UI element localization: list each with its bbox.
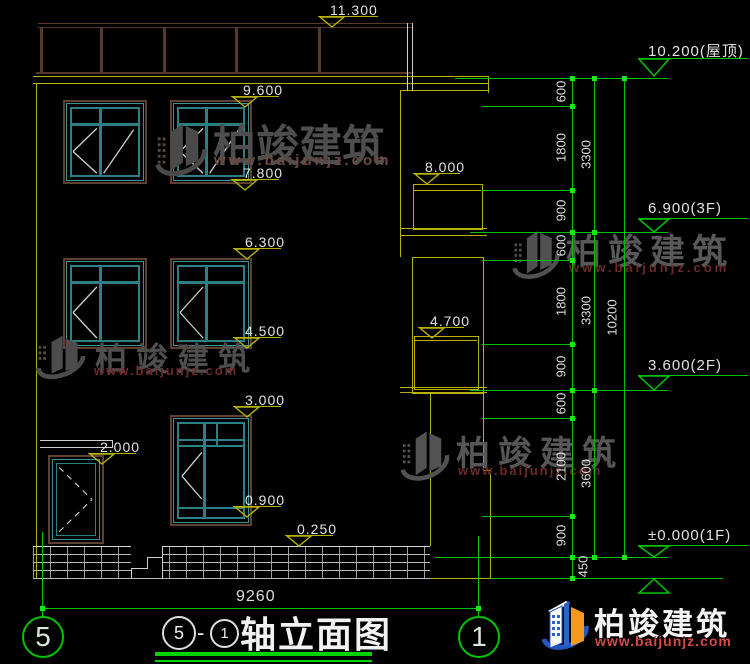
extension-line [482, 344, 576, 345]
level-line-2f [470, 390, 668, 391]
door-canopy-bottom [40, 447, 112, 448]
roof-line-bottom [33, 83, 488, 84]
axis-line-1 [478, 536, 479, 617]
balcony-band1-bottom [400, 235, 487, 236]
railing-top-rail1 [38, 23, 412, 24]
window-3f-left [63, 100, 147, 184]
extension-line [482, 516, 576, 517]
entry-door [48, 455, 104, 544]
title-axis-start: 5 [162, 616, 196, 650]
watermark-name: 柏竣建筑 [95, 341, 260, 377]
dim-value: 600 [553, 392, 569, 415]
window-glazing-lines [178, 423, 244, 518]
title-separator: - [197, 620, 206, 645]
railing-corner-post [407, 23, 408, 91]
window-2f-right [170, 258, 252, 349]
footer-logo-url: www.baijunjz.com [595, 633, 732, 649]
brick-plinth [33, 546, 430, 579]
footing-step [483, 470, 491, 471]
railing-post [318, 27, 321, 72]
footer-logo-icon [541, 601, 589, 650]
bottom-dim-value: 9260 [236, 588, 276, 605]
extension-line [482, 106, 576, 107]
door-canopy-top [40, 440, 112, 441]
footer-logo-name: 柏竣建筑 [594, 607, 730, 642]
watermark-logo-icon [36, 335, 86, 380]
dim-value: 3600 [578, 459, 594, 488]
railing-post [163, 27, 166, 72]
dim-chain-mid [594, 78, 595, 557]
footing-line [490, 470, 491, 578]
railing-post [40, 27, 43, 72]
dim-value: 2100 [553, 452, 569, 481]
title-axis-end: 1 [210, 619, 239, 648]
level-line-3f [470, 232, 668, 233]
watermark-logo-icon [155, 123, 207, 177]
watermark-name: 柏竣建筑 [566, 233, 735, 272]
window-2f-left [63, 258, 147, 349]
axis-bubble-1: 1 [458, 616, 500, 658]
railing-post [100, 27, 103, 72]
extension-line [482, 418, 576, 419]
extension-line [482, 260, 576, 261]
bay-box [412, 257, 484, 394]
balcony-band1-top [400, 228, 487, 229]
balcony-band2-bottom [400, 392, 487, 393]
extension-line [482, 190, 576, 191]
watermark-url: www.baijunjz.com [458, 463, 603, 478]
right-wall-line [400, 90, 401, 257]
dim-chain-inner [572, 78, 573, 578]
railing-post [235, 27, 238, 72]
dim-value: 450 [575, 555, 591, 578]
bottom-dim-line [42, 608, 478, 609]
drawing-title: 轴立面图 [240, 614, 393, 655]
roof-right-end [488, 76, 489, 93]
window-glazing-lines [71, 266, 139, 341]
roof-edge-right [400, 90, 489, 91]
window-glazing-lines [178, 266, 244, 341]
watermark-url: www.baijunjz.com [214, 152, 392, 169]
dim-value: 3300 [578, 140, 594, 169]
roof-line-top [33, 76, 488, 77]
window-glazing-lines [71, 108, 139, 176]
balcony-8000-box [413, 184, 483, 230]
ground-level-marker [637, 578, 671, 594]
balcony-8000-rail [413, 190, 481, 191]
level-line-1f [435, 557, 668, 558]
dim-chain-outer [624, 78, 625, 557]
watermark-url: www.baijunjz.com [94, 363, 239, 378]
window-4700-box [414, 336, 479, 390]
title-underline-2 [155, 660, 372, 662]
watermark-url: www.baijunjz.com [569, 260, 730, 275]
title-underline [155, 652, 372, 656]
dim-value: 900 [553, 524, 569, 547]
dim-value: 3300 [578, 296, 594, 325]
level-line-roof [455, 78, 668, 79]
level-line-ground [490, 578, 723, 579]
dim-value: 10200 [604, 299, 620, 336]
dim-value: 1800 [553, 133, 569, 162]
railing-top-rail2 [38, 27, 412, 28]
axis-bubble-5: 5 [22, 616, 64, 658]
watermark-name: 柏竣建筑 [213, 123, 385, 171]
door-swing-lines [56, 463, 96, 536]
door-canopy-edge [112, 440, 113, 448]
left-wall-line [36, 83, 37, 578]
lower-right-column [483, 392, 484, 470]
entry-steps [131, 546, 163, 578]
watermark-name: 柏竣建筑 [456, 435, 624, 473]
railing-bottom-rail [36, 72, 413, 74]
railing-corner-post [412, 23, 413, 91]
axis-line-5 [42, 532, 43, 617]
balcony-band2-top [400, 387, 487, 388]
window-4700-sill [414, 340, 477, 341]
dim-value: 1800 [553, 287, 569, 316]
watermark-logo-icon [400, 431, 450, 481]
